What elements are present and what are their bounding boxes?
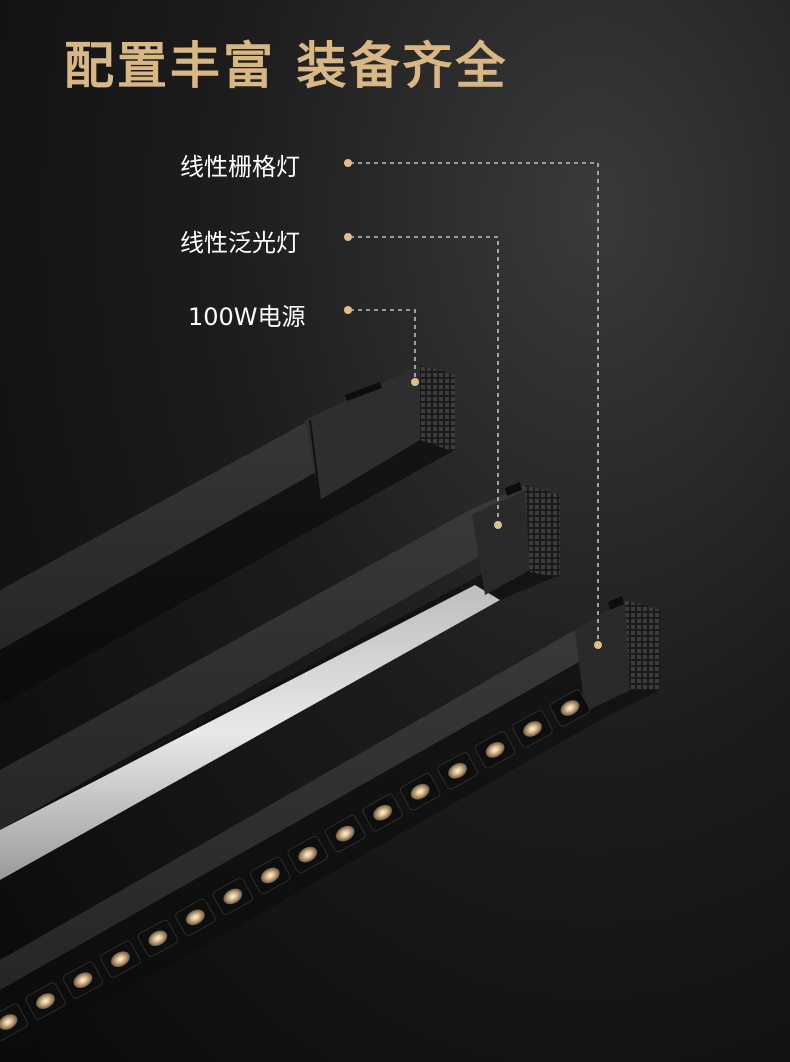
led-cell (175, 898, 216, 937)
flood-diffuser-strip (0, 585, 500, 880)
led-cell (362, 793, 403, 832)
callout-dots (344, 159, 602, 649)
flood-light-rail (0, 482, 560, 880)
callout-label-flood-light: 线性泛光灯 (180, 229, 300, 257)
led-cell (549, 689, 591, 727)
led-cell (212, 877, 254, 916)
led-cell (474, 731, 516, 769)
led-cell (62, 961, 104, 999)
grille-end-cap (420, 365, 455, 452)
led-cell (137, 919, 179, 957)
callout-label-grille-light: 线性栅格灯 (180, 153, 300, 181)
callout-dot-power-supply-end (411, 378, 419, 386)
grille-end-cap (625, 600, 660, 690)
callout-leaders (350, 162, 599, 645)
led-cell (100, 940, 141, 978)
leader-line-flood-light (350, 236, 499, 525)
led-cell (25, 982, 66, 1020)
led-cell (287, 835, 328, 874)
leader-line-grille-light (350, 162, 599, 645)
power-supply-rail (0, 365, 455, 705)
led-cell (250, 856, 291, 895)
led-cell (399, 773, 441, 811)
led-cell (512, 710, 553, 748)
led-array (0, 689, 591, 1041)
led-cell (324, 814, 366, 853)
callout-label-power-supply: 100W电源 (188, 303, 306, 331)
leader-line-power-supply (350, 309, 416, 382)
callout-dot-power-supply-start (344, 306, 352, 314)
led-cell (0, 1003, 29, 1041)
grille-light-rail (0, 596, 660, 1062)
callout-dot-flood-light-start (344, 233, 352, 241)
callout-dot-flood-light-end (494, 521, 502, 529)
led-cell (437, 752, 478, 790)
callout-dot-grille-light-start (344, 159, 352, 167)
callout-dot-grille-light-end (594, 641, 602, 649)
grille-end-cap (525, 485, 560, 578)
page-title: 配置丰富 装备齐全 (64, 37, 509, 95)
